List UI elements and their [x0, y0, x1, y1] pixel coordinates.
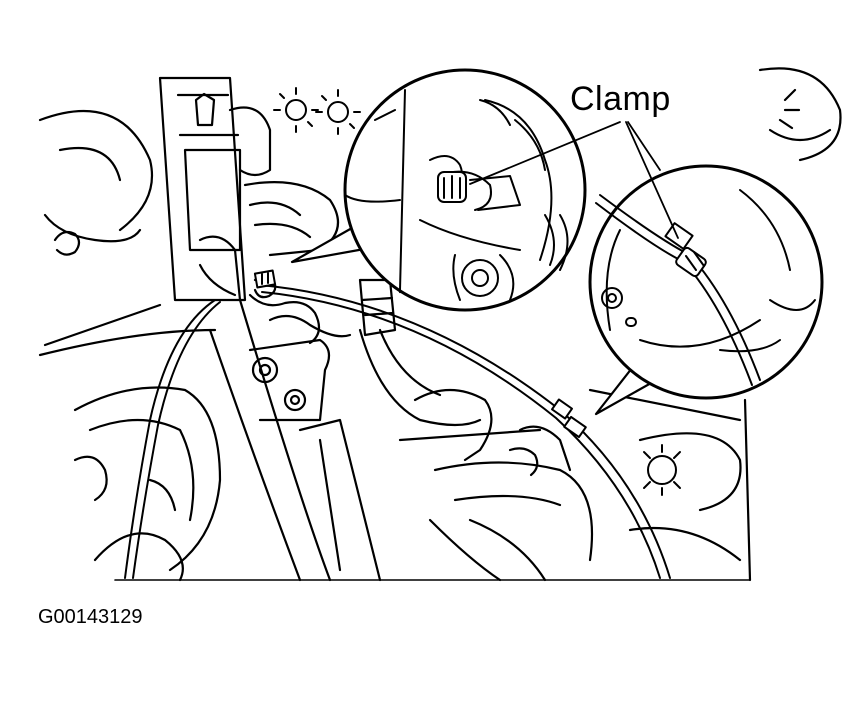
clamp-marker-right: [551, 398, 587, 439]
figure-id-caption: G00143129: [38, 606, 143, 628]
scene-background: [38, 67, 842, 582]
detail-magnifier-top: [290, 68, 587, 312]
clamp-leader-lines: [469, 121, 679, 239]
clamp-callout-label: Clamp: [570, 80, 671, 118]
clamp-marker-left: [253, 269, 277, 289]
detail-magnifier-right: [588, 164, 824, 416]
